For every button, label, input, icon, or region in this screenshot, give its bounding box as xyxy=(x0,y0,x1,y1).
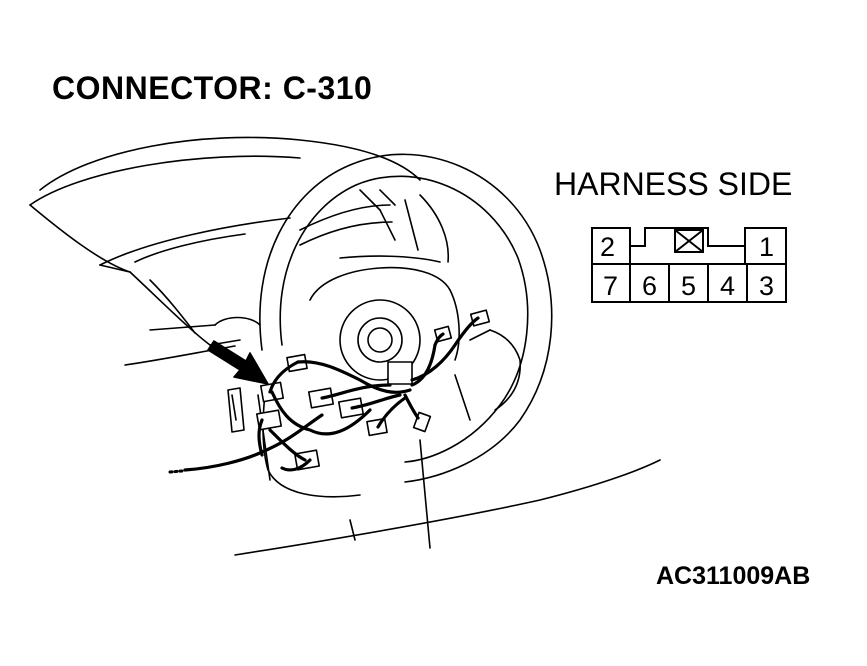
pin-6-label: 6 xyxy=(642,271,657,301)
connector-face-diagram: 2 1 7 6 5 4 3 xyxy=(591,227,787,303)
pin-2-label: 2 xyxy=(600,232,615,262)
figure-code: AC311009AB xyxy=(656,562,811,590)
pin-1-label: 1 xyxy=(759,232,774,262)
pointer-arrow xyxy=(207,340,269,385)
pin-5-label: 5 xyxy=(681,271,696,301)
harness-side-label: HARNESS SIDE xyxy=(554,166,793,202)
pin-4-label: 4 xyxy=(720,271,735,301)
connector-title: CONNECTOR: C-310 xyxy=(52,70,373,106)
pin-3-label: 3 xyxy=(759,271,774,301)
pin-7-label: 7 xyxy=(603,271,618,301)
